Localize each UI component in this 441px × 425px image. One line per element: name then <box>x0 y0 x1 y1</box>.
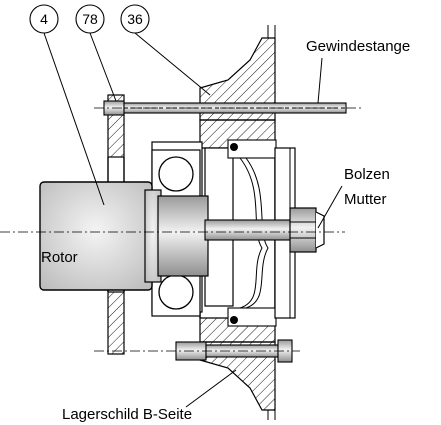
callout-78: 78 <box>75 4 117 102</box>
callout-4-text: 4 <box>40 11 48 27</box>
label-nut: Mutter <box>344 191 387 208</box>
callout-4: 4 <box>29 4 105 206</box>
bolt-and-nut <box>289 207 325 253</box>
label-end-shield: Lagerschild B-Seite <box>62 406 192 423</box>
callout-36-text: 36 <box>127 11 143 27</box>
leader-threaded-rod <box>317 57 323 104</box>
label-threaded-rod: Gewindestange <box>306 38 410 55</box>
callout-78-text: 78 <box>82 11 98 27</box>
leader-end-shield <box>185 369 237 408</box>
rotor-shaft <box>39 181 296 291</box>
center-lines <box>0 107 362 352</box>
callout-36: 36 <box>120 4 211 96</box>
label-rotor: Rotor <box>41 249 78 266</box>
leader-bolt <box>317 185 343 229</box>
seal-ring <box>227 139 277 327</box>
label-bolt: Bolzen <box>344 166 390 183</box>
